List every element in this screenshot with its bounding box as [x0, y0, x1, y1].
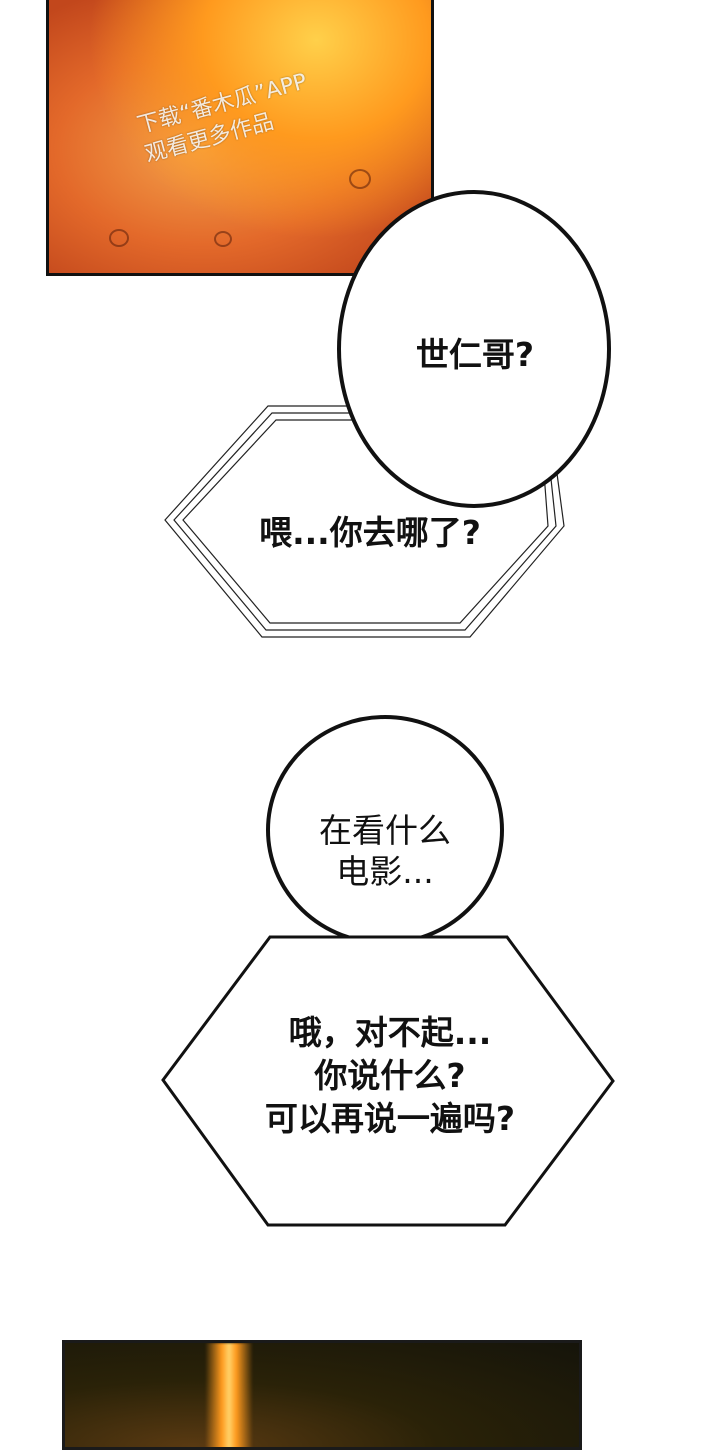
ink-swirl: [349, 169, 371, 189]
ink-swirl: [214, 231, 232, 247]
flame-streak: [205, 1343, 253, 1447]
ink-swirl: [109, 229, 129, 247]
manga-panel-bottom: [62, 1340, 582, 1450]
dialogue-text: 哦，对不起... 你说什么? 可以再说一遍吗?: [264, 1013, 516, 1138]
dialogue-text: 喂...你去哪了?: [259, 513, 481, 552]
hex-bubble-bottom: [161, 935, 615, 1227]
oval-bubble-top: [337, 190, 611, 508]
dialogue-text: 在看什么 电影...: [319, 811, 451, 892]
manga-panel-top: 下载“番木瓜”APP 观看更多作品: [46, 0, 434, 276]
dialogue-text: 世仁哥?: [415, 335, 535, 374]
